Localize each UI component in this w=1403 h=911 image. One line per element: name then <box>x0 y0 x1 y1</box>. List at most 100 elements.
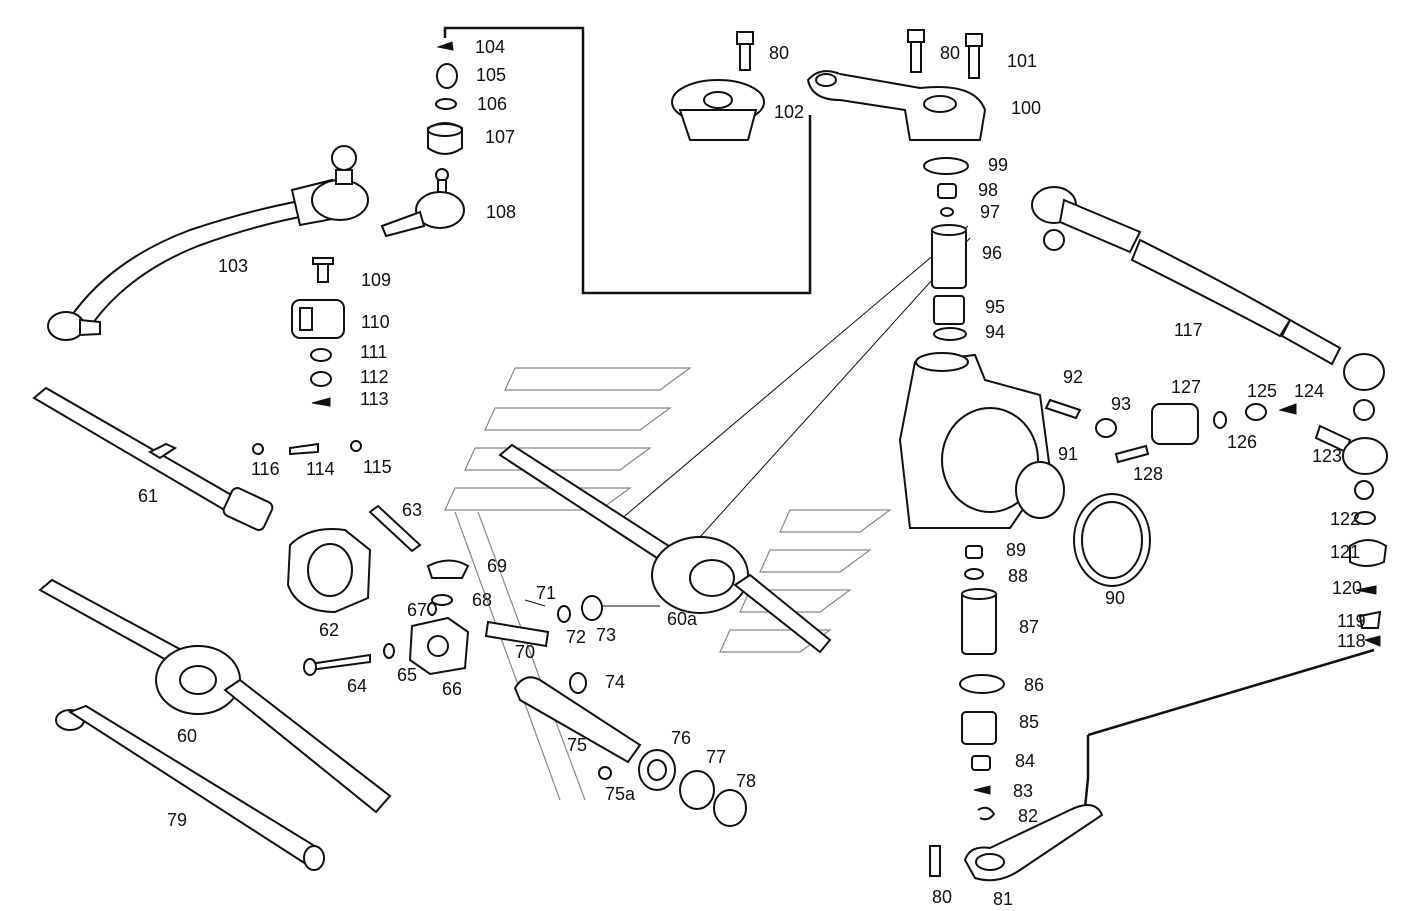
part-label-87: 87 <box>1019 617 1039 637</box>
part-label-121: 121 <box>1330 542 1360 562</box>
tie-rod-103 <box>47 145 369 341</box>
part-label-101: 101 <box>1007 51 1037 71</box>
ball-joint-123 <box>1314 424 1388 647</box>
ball-joint-kit <box>380 41 465 238</box>
part-label-122: 122 <box>1330 509 1360 529</box>
part-label-110: 110 <box>361 312 390 332</box>
part-label-71: 71 <box>536 583 556 603</box>
part-label-61: 61 <box>138 486 158 506</box>
part-label-105: 105 <box>476 65 506 85</box>
part-label-90: 90 <box>1105 588 1125 608</box>
part-label-89: 89 <box>1006 540 1026 560</box>
part-label-112: 112 <box>360 367 389 387</box>
part-label-109: 109 <box>361 270 391 290</box>
part-label-76: 76 <box>671 728 691 748</box>
part-label-115: 115 <box>363 457 392 477</box>
stub-and-bearings <box>513 672 747 827</box>
part-label-60a: 60a <box>667 609 698 629</box>
part-label-91: 91 <box>1058 444 1078 464</box>
bolt-and-clamp-set <box>291 257 345 407</box>
part-label-113: 113 <box>360 389 389 409</box>
part-label-80a: 80 <box>769 43 789 63</box>
part-label-85: 85 <box>1019 712 1039 732</box>
part-label-96: 96 <box>982 243 1002 263</box>
part-label-68: 68 <box>472 590 492 610</box>
part-label-60: 60 <box>177 726 197 746</box>
part-label-80c: 80 <box>932 887 952 907</box>
part-label-100: 100 <box>1011 98 1041 118</box>
part-label-80b: 80 <box>940 43 960 63</box>
part-label-97: 97 <box>980 202 1000 222</box>
grease-fittings <box>252 440 362 456</box>
part-label-82: 82 <box>1018 806 1038 826</box>
part-label-99: 99 <box>988 155 1008 175</box>
part-label-106: 106 <box>477 94 507 114</box>
part-label-63: 63 <box>402 500 422 520</box>
part-label-86: 86 <box>1024 675 1044 695</box>
part-label-81: 81 <box>993 889 1013 909</box>
part-label-125: 125 <box>1247 381 1277 401</box>
part-label-117: 117 <box>1174 320 1203 340</box>
kingpin-stack-upper <box>923 157 969 341</box>
part-label-118: 118 <box>1337 631 1366 651</box>
part-label-116: 116 <box>251 459 280 479</box>
yoke-parts <box>383 559 470 676</box>
part-label-119: 119 <box>1337 611 1366 631</box>
bolts-80-101 <box>736 29 983 79</box>
part-label-124: 124 <box>1294 381 1324 401</box>
bolts-63-64 <box>303 504 422 676</box>
steering-arm-100 <box>806 70 987 141</box>
part-label-120: 120 <box>1332 578 1362 598</box>
part-label-84: 84 <box>1015 751 1035 771</box>
part-label-95: 95 <box>985 297 1005 317</box>
axle-shaft-61 <box>32 386 274 531</box>
part-label-75: 75 <box>567 735 587 755</box>
clamp-parts <box>1044 398 1297 464</box>
axle-shaft-60 <box>38 578 392 814</box>
part-label-107: 107 <box>485 127 515 147</box>
steering-arm-81 <box>929 804 1104 882</box>
part-label-108: 108 <box>486 202 516 222</box>
part-label-69: 69 <box>487 556 507 576</box>
part-label-114: 114 <box>306 459 335 479</box>
tie-rod-117 <box>1031 186 1385 421</box>
part-label-102: 102 <box>774 102 804 122</box>
part-label-111: 111 <box>360 342 387 362</box>
part-label-75a: 75a <box>605 784 636 804</box>
part-label-77: 77 <box>706 747 726 767</box>
part-label-94: 94 <box>985 322 1005 342</box>
part-label-83: 83 <box>1013 781 1033 801</box>
bearing-plate-102 <box>671 79 765 141</box>
part-label-64: 64 <box>347 676 367 696</box>
part-label-88: 88 <box>1008 566 1028 586</box>
axle-shaft-79 <box>55 704 325 871</box>
part-label-66: 66 <box>442 679 462 699</box>
part-label-62: 62 <box>319 620 339 640</box>
part-label-127: 127 <box>1171 377 1201 397</box>
part-label-65: 65 <box>397 665 417 685</box>
part-label-73: 73 <box>596 625 616 645</box>
leader-lines <box>443 26 1375 809</box>
part-label-67: 67 <box>407 600 427 620</box>
kingpin-stack-lower <box>959 545 1005 821</box>
part-label-78: 78 <box>736 771 756 791</box>
part-label-72: 72 <box>566 627 586 647</box>
pins-and-washers <box>484 595 603 648</box>
part-label-98: 98 <box>978 180 998 200</box>
part-label-79: 79 <box>167 810 187 830</box>
part-label-104: 104 <box>475 37 505 57</box>
part-label-93: 93 <box>1111 394 1131 414</box>
seal-ring-90 <box>1073 493 1151 587</box>
steering-knuckle-91 <box>898 352 1065 529</box>
part-label-126: 126 <box>1227 432 1257 452</box>
part-label-123: 123 <box>1312 446 1342 466</box>
axle-shaft-60a <box>498 443 832 654</box>
joint-housing-62 <box>286 528 372 614</box>
part-label-103: 103 <box>218 256 248 276</box>
part-label-74: 74 <box>605 672 625 692</box>
part-label-128: 128 <box>1133 464 1163 484</box>
part-label-70: 70 <box>515 642 535 662</box>
